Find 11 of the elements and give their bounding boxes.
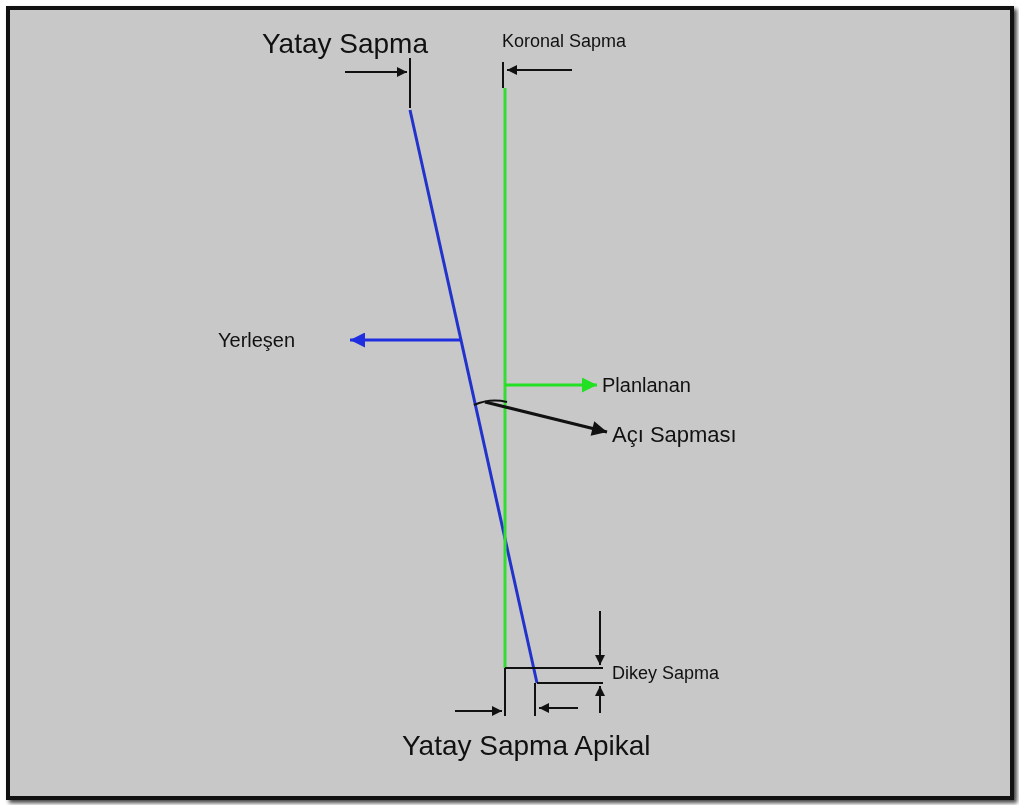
callout-label: Planlanan	[602, 375, 691, 395]
leader-arrow	[484, 400, 608, 436]
callout-label: Açı Sapması	[612, 424, 737, 446]
dimension-label: Yatay Sapma Apikal	[402, 732, 651, 760]
implant-axis-line	[408, 109, 539, 684]
leader-arrow	[350, 332, 460, 348]
dimension-label: Dikey Sapma	[612, 664, 720, 682]
dimension-label: Koronal Sapma	[502, 32, 627, 50]
leader-arrow	[505, 377, 597, 393]
dimension-label: Yatay Sapma	[262, 30, 429, 58]
callout-label: Yerleşen	[218, 330, 296, 350]
